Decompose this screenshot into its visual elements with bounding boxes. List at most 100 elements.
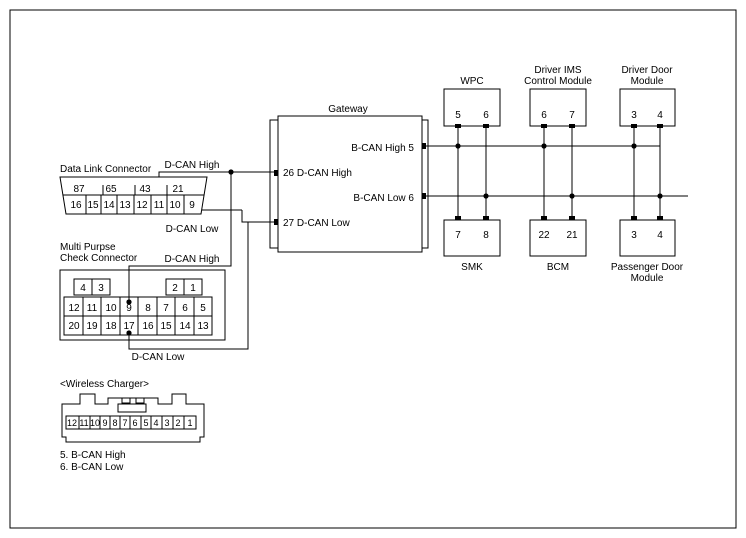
dlc-top-pin: 65 <box>105 184 117 195</box>
gateway-pin-bcan-high: B-CAN High 5 <box>351 143 414 154</box>
mpc-pin: 14 <box>179 321 191 332</box>
junction-dot <box>483 193 489 199</box>
gateway-pin-5 <box>422 143 426 149</box>
mpc-pin: 2 <box>172 283 178 294</box>
mpc-pin: 4 <box>80 283 86 294</box>
dlc-bottom-pin: 14 <box>103 200 115 211</box>
wc-pin: 6 <box>132 418 137 428</box>
wc-pin: 5 <box>143 418 148 428</box>
dlc-top-pin: 87 <box>73 184 85 195</box>
module-driver-door: Driver Door Module 3 4 <box>619 65 676 128</box>
wc-pin: 9 <box>102 418 107 428</box>
module-name: WPC <box>460 76 483 87</box>
module-pin: 6 <box>483 110 489 121</box>
bcan-bus <box>426 128 688 216</box>
module-pin: 3 <box>631 110 637 121</box>
junction-dot <box>631 143 637 149</box>
module-pin: 4 <box>657 110 663 121</box>
dlc-dcan-low-label: D-CAN Low <box>166 224 220 235</box>
dlc-bottom-pin: 12 <box>136 200 148 211</box>
module-pin: 6 <box>541 110 547 121</box>
mpc-pin: 8 <box>145 303 151 314</box>
mpc-dcan-low-label: D-CAN Low <box>132 352 186 363</box>
mpc-title-line1: Multi Purpse <box>60 242 116 253</box>
multi-purpose-check-connector: Multi Purpse Check Connector 4 3 2 1 12 … <box>59 242 226 341</box>
diagram-frame <box>9 9 737 529</box>
module-name: SMK <box>461 262 483 273</box>
dlc-bottom-pin: 10 <box>169 200 181 211</box>
mpc-pin: 6 <box>182 303 188 314</box>
mpc-pin: 19 <box>86 321 98 332</box>
module-pin: 7 <box>569 110 575 121</box>
module-name-line1: Driver Door <box>621 65 673 76</box>
module-pin: 8 <box>483 230 489 241</box>
junction-dot <box>126 299 132 305</box>
module-pin: 3 <box>631 230 637 241</box>
wc-pin: 11 <box>79 418 88 428</box>
mpc-pin: 20 <box>68 321 80 332</box>
dlc-title: Data Link Connector <box>60 164 152 175</box>
wc-title: <Wireless Charger> <box>60 379 149 390</box>
mpc-pin: 11 <box>87 303 98 314</box>
gateway-pin-bcan-low: B-CAN Low 6 <box>353 193 414 204</box>
wireless-charger-connector: <Wireless Charger> 12 11 10 9 8 7 6 5 4 … <box>60 379 205 473</box>
module-name-line1: Driver IMS <box>534 65 582 76</box>
wc-pin: 4 <box>153 418 158 428</box>
junction-dot <box>455 143 461 149</box>
dlc-top-pin: 43 <box>139 184 151 195</box>
wc-shape <box>61 393 205 443</box>
mpc-pin: 10 <box>105 303 117 314</box>
wc-pin: 7 <box>122 418 127 428</box>
mpc-dcan-high-label: D-CAN High <box>164 254 219 265</box>
mpc-pin: 3 <box>98 283 104 294</box>
dlc-bottom-pin: 9 <box>189 200 195 211</box>
module-bcm: 22 21 BCM <box>529 216 587 273</box>
module-smk: 7 8 SMK <box>443 216 501 273</box>
mpc-pin: 7 <box>163 303 169 314</box>
wc-note: 6. B-CAN Low <box>60 462 124 473</box>
module-passenger-door: 3 4 Passenger Door Module <box>611 216 684 284</box>
junction-dot <box>569 193 575 199</box>
module-pin: 5 <box>455 110 461 121</box>
dcan-high-branch <box>128 172 232 302</box>
wc-pin: 2 <box>175 418 180 428</box>
module-name-line2: Control Module <box>524 76 592 87</box>
module-pin: 21 <box>566 230 578 241</box>
gateway-title: Gateway <box>328 104 367 115</box>
dcan-wiring: D-CAN High D-CAN Low D-CAN High D-CAN Lo… <box>126 160 274 363</box>
module-pin: 4 <box>657 230 663 241</box>
mpc-pin: 16 <box>142 321 154 332</box>
gateway-pin-6 <box>422 193 426 199</box>
mpc-pin: 12 <box>68 303 80 314</box>
module-driver-ims: Driver IMS Control Module 6 7 <box>524 65 592 128</box>
gateway-pin-dcan-low: 27 D-CAN Low <box>283 218 350 229</box>
gateway-pin-27 <box>274 219 278 225</box>
mpc-pin: 5 <box>200 303 206 314</box>
junction-dot <box>541 143 547 149</box>
junction-dot <box>657 193 663 199</box>
gateway: Gateway 26 D-CAN High 27 D-CAN Low B-CAN… <box>269 104 429 253</box>
wc-pin: 10 <box>90 418 100 428</box>
mpc-title-line2: Check Connector <box>60 253 138 264</box>
wc-pin: 1 <box>187 418 192 428</box>
wc-pin: 3 <box>164 418 169 428</box>
wc-pin: 8 <box>112 418 117 428</box>
module-name: BCM <box>547 262 569 273</box>
module-pin: 22 <box>538 230 550 241</box>
dlc-top-pin: 21 <box>172 184 184 195</box>
dlc-bottom-pin: 15 <box>87 200 99 211</box>
dcan-low-branch <box>128 222 249 350</box>
wc-note: 5. B-CAN High <box>60 450 126 461</box>
module-name-line1: Passenger Door <box>611 262 684 273</box>
module-name-line2: Module <box>631 273 664 284</box>
mpc-pin: 17 <box>123 321 135 332</box>
dlc-bottom-pin: 11 <box>154 200 165 211</box>
junction-dot <box>228 169 234 175</box>
data-link-connector: Data Link Connector 87 65 43 21 16 15 14… <box>59 164 208 215</box>
module-name-line2: Module <box>631 76 664 87</box>
mpc-pin: 9 <box>126 303 132 314</box>
mpc-outer <box>59 269 226 341</box>
mpc-pin: 18 <box>105 321 117 332</box>
gateway-pin-dcan-high: 26 D-CAN High <box>283 168 352 179</box>
